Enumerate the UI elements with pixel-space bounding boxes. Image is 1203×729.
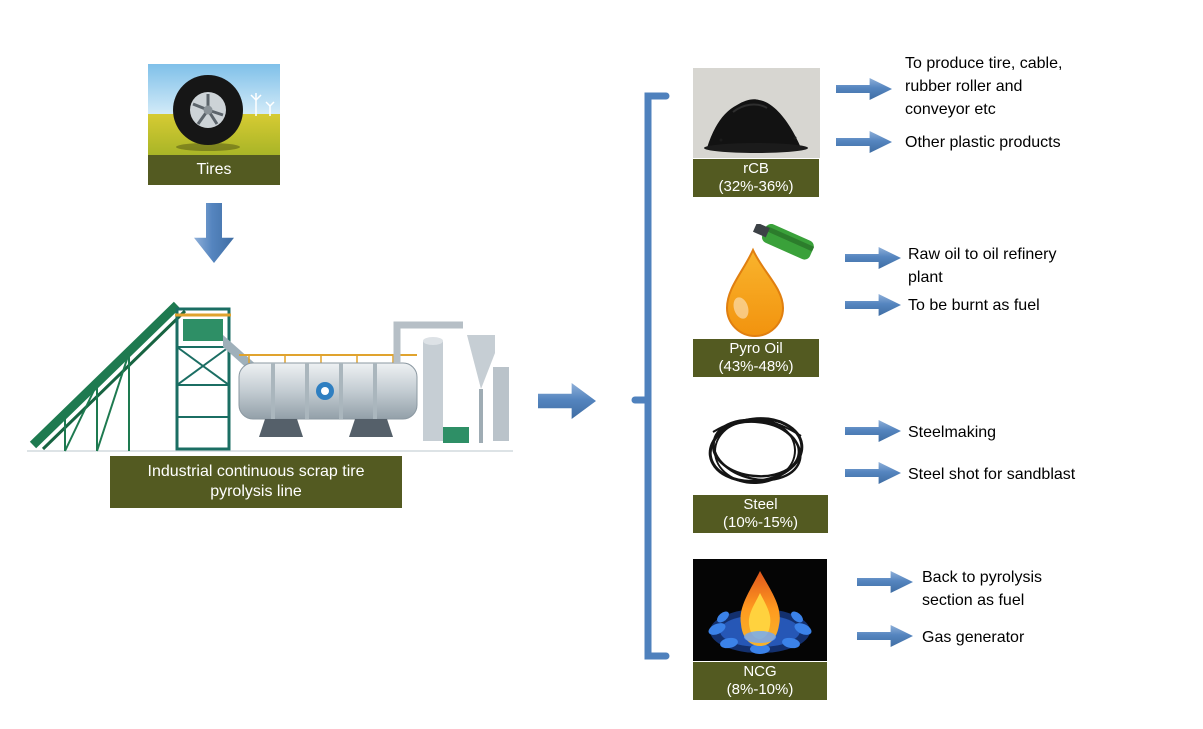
use-arrow-icon: [845, 420, 901, 442]
product-name: Pyro Oil: [729, 340, 783, 357]
product-label-ncg: NCG (8%-10%): [693, 662, 827, 700]
plant-image: [25, 283, 517, 461]
product-range: (8%-10%): [726, 681, 794, 698]
use-text: Back to pyrolysis section as fuel: [922, 569, 1043, 609]
use-text: Other plastic products: [905, 134, 1061, 151]
product-name: NCG: [743, 663, 777, 680]
use-text: To be burnt as fuel: [908, 297, 1040, 314]
product-label-rcb: rCB (32%-36%): [693, 159, 819, 197]
product-range: (10%-15%): [722, 514, 799, 531]
tires-label-text: Tires: [196, 161, 232, 178]
use-text: To produce tire, cable, rubber roller an…: [905, 55, 1063, 118]
tires-label: Tires: [148, 155, 280, 185]
plant-label-text: Industrial continuous scrap tire pyrolys…: [147, 463, 365, 500]
use-arrow-icon: [857, 625, 913, 647]
use-text: Steel shot for sandblast: [908, 466, 1076, 483]
use-arrow-icon: [845, 247, 901, 269]
use-text: Gas generator: [922, 629, 1025, 646]
plant-label: Industrial continuous scrap tire pyrolys…: [110, 456, 402, 508]
tire-on-field-image: [148, 64, 280, 155]
product-label-steel: Steel (10%-15%): [693, 495, 828, 533]
down-arrow-icon: [194, 203, 234, 263]
use-arrow-icon: [857, 571, 913, 593]
bracket-icon: [630, 90, 670, 662]
product-range: (43%-48%): [718, 358, 794, 375]
tire-photo: [148, 64, 280, 155]
flow-arrow-icon: [538, 383, 596, 419]
use-arrow-icon: [845, 462, 901, 484]
use-arrow-icon: [836, 78, 892, 100]
product-label-pyro-oil: Pyro Oil (43%-48%): [693, 339, 819, 377]
use-arrow-icon: [836, 131, 892, 153]
product-name: Steel: [743, 496, 778, 513]
product-range: (32%-36%): [718, 178, 794, 195]
use-arrow-icon: [845, 294, 901, 316]
rcb-image: [693, 68, 820, 158]
product-name: rCB: [743, 160, 769, 177]
steel-image: [693, 402, 820, 494]
ncg-image: [693, 559, 827, 661]
pyro-oil-image: [693, 224, 820, 338]
pyrolysis-plant-illustration: [27, 301, 513, 452]
use-text: Steelmaking: [908, 424, 997, 441]
use-text: Raw oil to oil refinery plant: [908, 246, 1057, 286]
